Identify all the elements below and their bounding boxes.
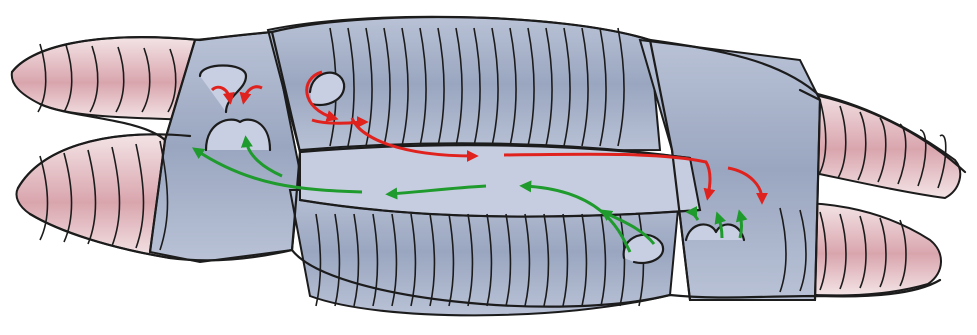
upper-worm-right-segment-block bbox=[800, 90, 960, 198]
left-lower-pore bbox=[206, 120, 270, 150]
green-arrow bbox=[740, 214, 742, 238]
